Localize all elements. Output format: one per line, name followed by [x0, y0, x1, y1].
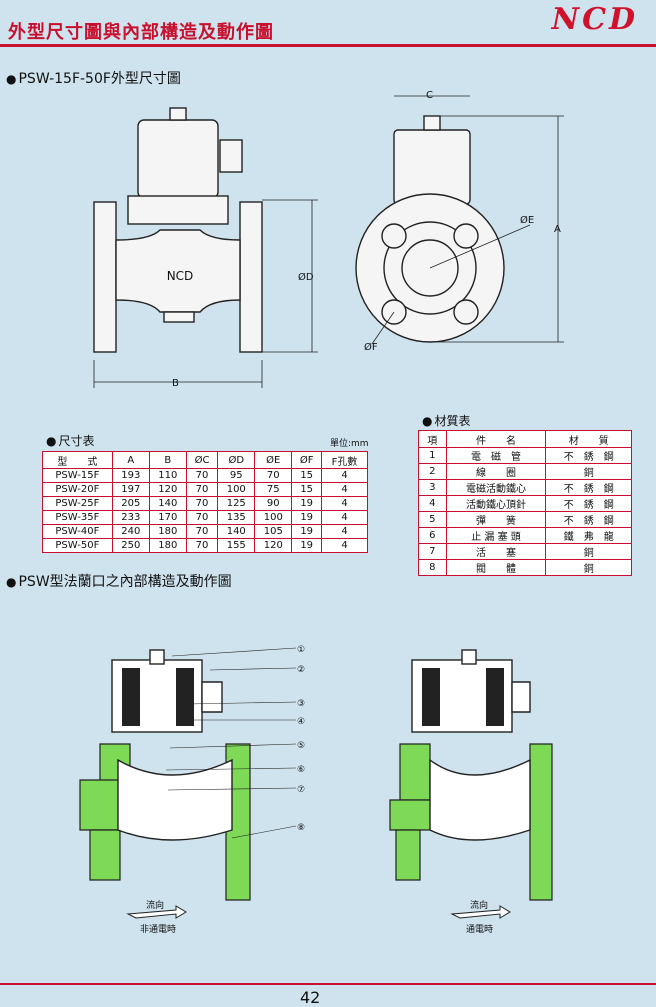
flow-arrow-right: [450, 905, 511, 919]
bonnet: [127, 195, 229, 225]
callout-8: ⑧: [297, 823, 305, 833]
table-cell: 8: [418, 559, 447, 576]
callout-3: ③: [297, 699, 305, 709]
side-cap: [423, 115, 441, 131]
state-label-left: 非通電時: [140, 925, 177, 935]
dim-f: ØF: [364, 341, 378, 353]
dim-b: B: [172, 378, 179, 389]
flow-label-right: 流向: [470, 901, 489, 911]
dim-c: C: [426, 90, 433, 101]
flow-label-left: 流向: [146, 901, 165, 911]
valve-body: [115, 229, 241, 313]
dim-a: A: [554, 224, 561, 235]
callout-6: ⑥: [297, 765, 305, 775]
brand-logo: NCD: [551, 2, 638, 37]
internal-heading: ●PSW型法蘭口之內部構造及動作圖: [6, 574, 232, 590]
outline-heading: ●PSW-15F-50F外型尺寸圖: [6, 71, 181, 87]
state-label-right: 通電時: [466, 925, 494, 935]
cap-nut: [169, 107, 187, 121]
table-cell: 19: [291, 538, 323, 553]
table-cell: 70: [185, 538, 219, 553]
body-plug: [163, 311, 195, 323]
table-cell: 250: [111, 538, 150, 553]
dim-d: ØD: [298, 271, 314, 283]
table-cell: 4: [321, 538, 368, 553]
page-title: 外型尺寸圖與內部構造及動作圖: [8, 22, 274, 43]
mat-table-heading: ●材質表: [422, 414, 471, 428]
callout-4: ④: [297, 717, 305, 727]
connector-box: [219, 139, 243, 173]
table-cell: 155: [217, 538, 256, 553]
flow-arrow-left: [126, 905, 187, 919]
page-number: 42: [300, 988, 321, 1007]
dim-table-heading: ●尺寸表: [46, 434, 95, 448]
table-cell: PSW-50F: [42, 538, 113, 553]
table-cell: 銅: [545, 559, 632, 576]
table-cell: 120: [254, 538, 293, 553]
callout-2: ②: [297, 665, 305, 675]
header-rule: [0, 44, 656, 47]
dim-e: ØE: [520, 214, 534, 226]
callout-7: ⑦: [297, 785, 305, 795]
unit-label: 單位:mm: [330, 439, 369, 449]
table-cell: 閥 體: [445, 559, 547, 576]
callout-1: ①: [297, 645, 305, 655]
footer-rule: [0, 983, 656, 985]
body-label: NCD: [167, 269, 194, 283]
callout-5: ⑤: [297, 741, 305, 751]
